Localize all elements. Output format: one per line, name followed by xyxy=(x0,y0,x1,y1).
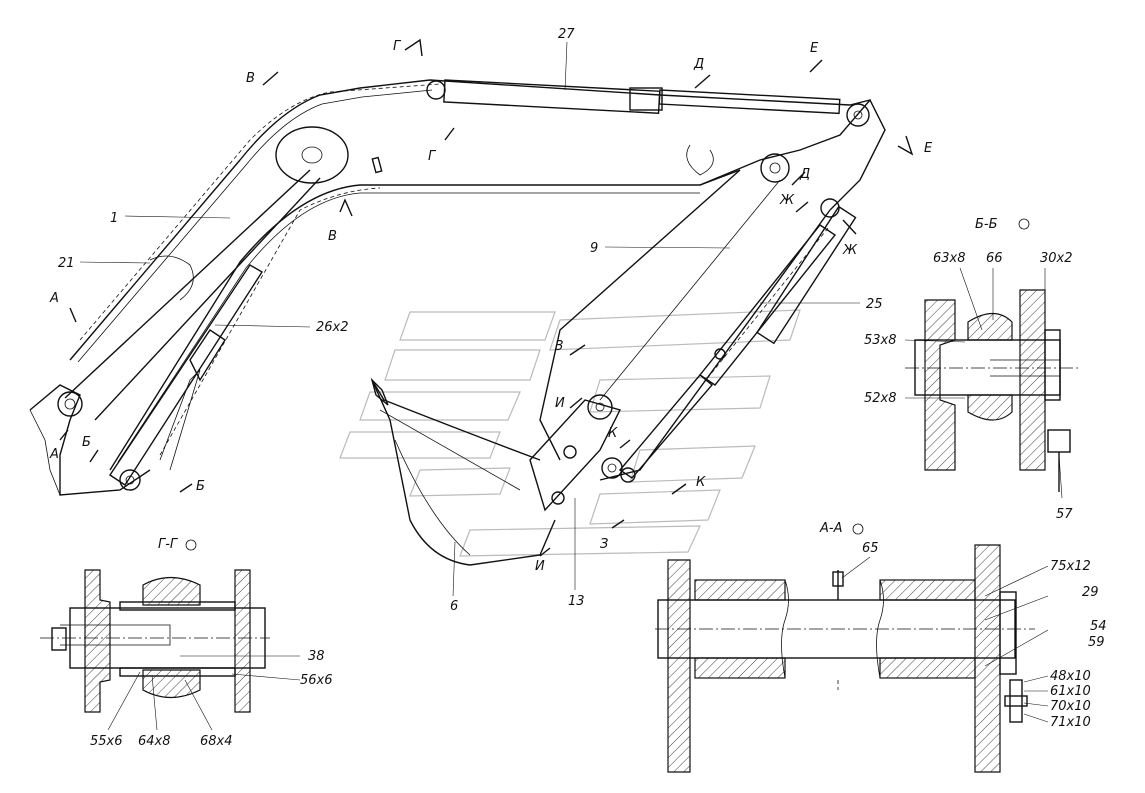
bb-label-52x8: 52x8 xyxy=(864,391,897,406)
gg-label-55x6: 55x6 xyxy=(90,734,123,749)
mark-z-bottom: З xyxy=(600,537,608,552)
aa-label-29: 29 xyxy=(1082,585,1099,600)
aa-label-48x10: 48x10 xyxy=(1050,669,1091,684)
arm-cylinder-pin xyxy=(846,103,870,127)
section-gg-title: Г-Г xyxy=(158,537,179,552)
mark-v-top: В xyxy=(246,71,255,86)
main-view-labels: 1 21 26x2 27 9 25 6 13 А А Б Б В В Г Г Д… xyxy=(49,27,933,614)
bb-label-57: 57 xyxy=(1056,507,1073,522)
label-boom: 1 xyxy=(110,211,118,226)
bb-label-66: 66 xyxy=(986,251,1003,266)
mark-d-bottom: Д xyxy=(799,167,810,182)
mark-k-top: К xyxy=(608,426,618,441)
section-aa-title: А-А xyxy=(819,521,842,536)
watermark-logo xyxy=(339,309,801,557)
bucket-linkage xyxy=(529,394,623,512)
mark-zh-bottom: Ж xyxy=(842,243,858,258)
section-gg: Г-Г 38 56x6 55x6 64x8 68x4 xyxy=(40,537,333,749)
leader-lines xyxy=(79,41,860,597)
gg-label-56x6: 56x6 xyxy=(300,673,333,688)
boom-arm-pin xyxy=(760,153,790,183)
label-bucket-cylinder: 25 xyxy=(866,297,883,312)
mark-d-top: Д xyxy=(693,57,704,72)
rotation-icon xyxy=(1018,218,1030,230)
section-bb-title: Б-Б xyxy=(975,217,998,232)
gg-label-64x8: 64x8 xyxy=(138,734,171,749)
mark-e-bottom: Е xyxy=(924,141,933,156)
label-linkage: 13 xyxy=(568,594,585,609)
aa-label-65: 65 xyxy=(862,541,879,556)
label-boom-hose: 21 xyxy=(58,256,75,271)
mark-b-top: Б xyxy=(82,435,91,450)
mark-g-top: Г xyxy=(393,39,402,54)
mark-b-bottom: Б xyxy=(196,479,205,494)
bb-label-30x2: 30x2 xyxy=(1040,251,1073,266)
aa-label-59: 59 xyxy=(1088,635,1105,650)
boom-upper-pin-boss xyxy=(275,126,349,184)
boom-foot-pin xyxy=(57,391,83,417)
bucket-cylinder xyxy=(618,205,857,483)
boom-cylinder xyxy=(64,169,321,486)
arm-cylinder xyxy=(426,79,870,127)
label-bucket: 6 xyxy=(450,599,458,614)
gg-label-38: 38 xyxy=(308,649,325,664)
aa-label-75x12: 75x12 xyxy=(1050,559,1091,574)
rotation-icon-gg xyxy=(185,539,197,551)
mark-g-bottom: Г xyxy=(428,149,437,164)
bb-label-63x8: 63x8 xyxy=(933,251,966,266)
section-bb: Б-Б 63x8 66 30x2 53x8 52x8 57 xyxy=(864,217,1080,522)
aa-label-54: 54 xyxy=(1090,619,1107,634)
gg-label-68x4: 68x4 xyxy=(200,734,233,749)
label-arm-cylinder: 27 xyxy=(558,27,575,42)
section-markers xyxy=(59,38,914,557)
mark-e-top: Е xyxy=(810,41,819,56)
mark-k-bottom: К xyxy=(696,475,706,490)
mark-i-top: И xyxy=(555,396,565,411)
aa-label-71x10: 71x10 xyxy=(1050,715,1091,730)
bb-label-53x8: 53x8 xyxy=(864,333,897,348)
mark-z-top: З xyxy=(555,339,563,354)
label-arm: 9 xyxy=(590,241,598,256)
mark-i-bottom: И xyxy=(535,559,545,574)
label-boom-cylinders: 26x2 xyxy=(316,320,349,335)
rotation-icon-aa xyxy=(852,523,864,535)
mark-a-top: А xyxy=(49,291,59,306)
arm xyxy=(539,153,840,481)
section-aa: А-А 65 75x12 29 54 59 48x10 61x10 70x10 xyxy=(655,521,1107,773)
aa-label-61x10: 61x10 xyxy=(1050,684,1091,699)
mark-zh-top: Ж xyxy=(779,193,795,208)
boom xyxy=(29,79,886,496)
arm-bucket-pin xyxy=(587,394,613,420)
mark-a-bottom: А xyxy=(49,447,59,462)
aa-label-70x10: 70x10 xyxy=(1050,699,1091,714)
bucket xyxy=(370,377,556,566)
mark-v-bottom: В xyxy=(328,229,337,244)
